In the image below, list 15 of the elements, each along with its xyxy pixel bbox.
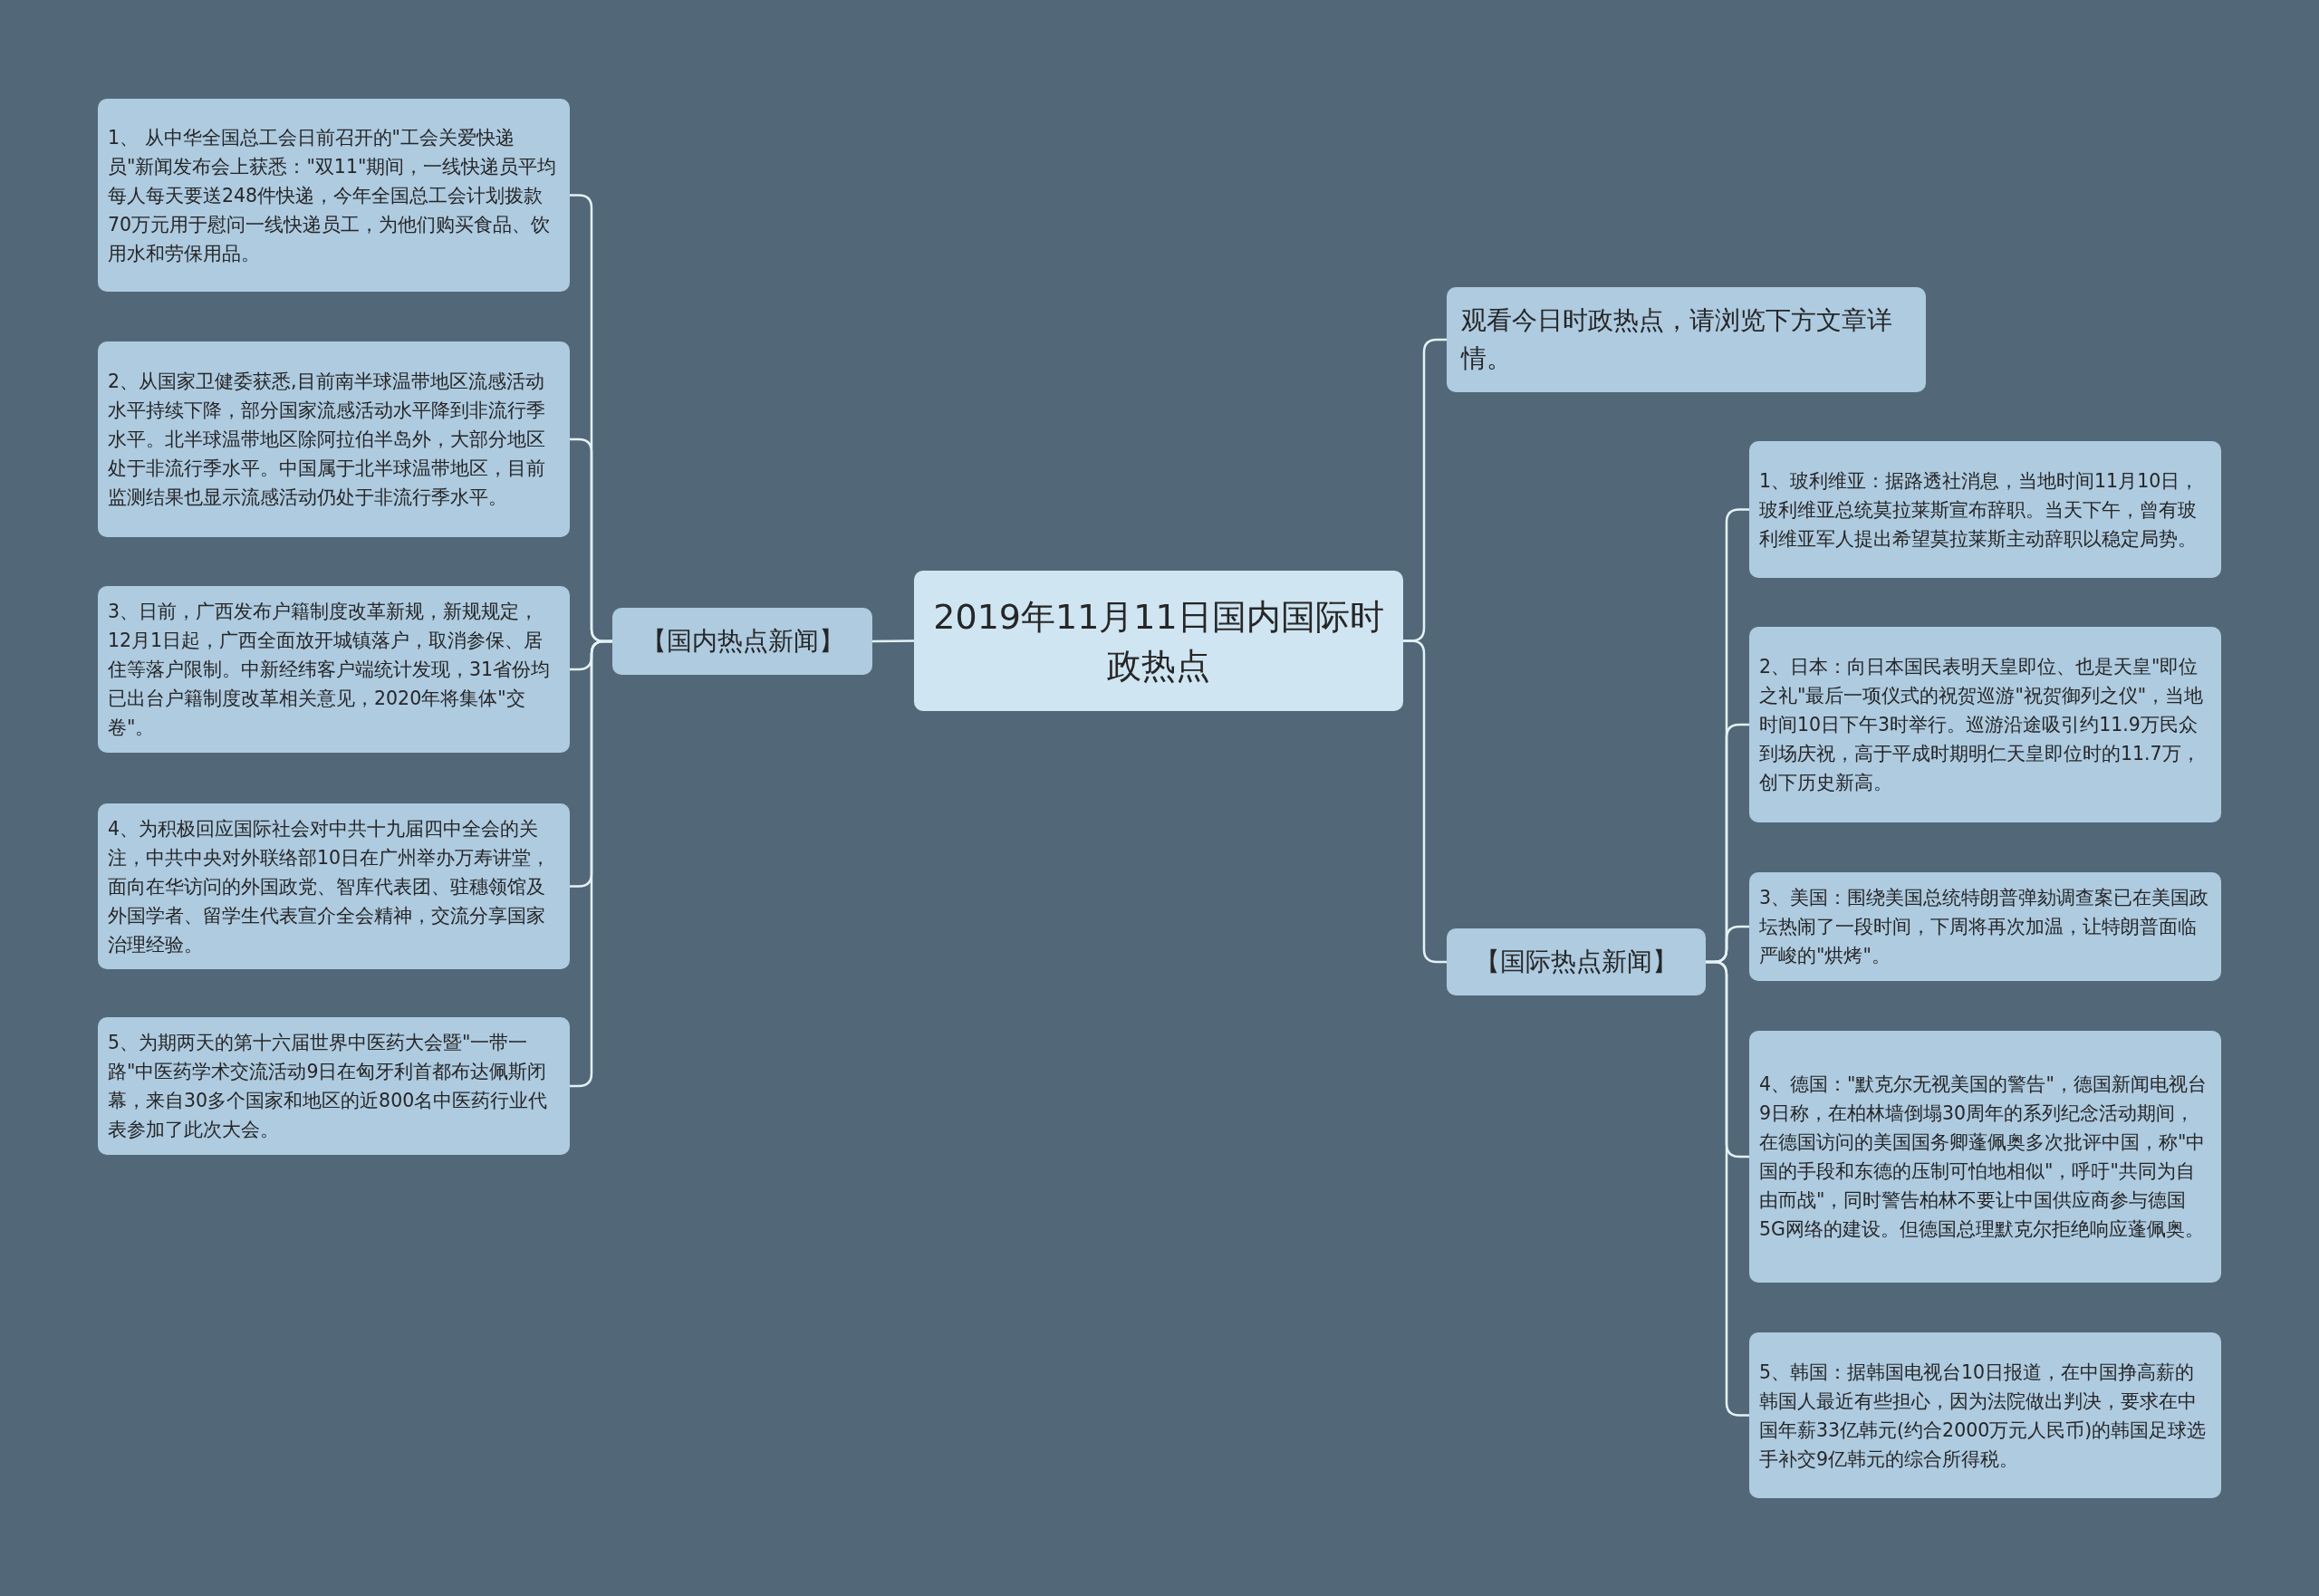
note-box: 4、德国："默克尔无视美国的警告"，德国新闻电视台9日称，在柏林墙倒塌30周年的系列纪念活动期间，在德国访问的美国国务卿蓬佩奥多次批评中国，称"中国的手段和东德的压制可怕地相似"，呼吁"共同为自由而战"，同时警告柏林不要让中国供应商参与德国5G网络的建设。但德国总理默克尔拒绝响应蓬佩奥。 — [1749, 1031, 2221, 1283]
note-box: 5、韩国：据韩国电视台10日报道，在中国挣高薪的韩国人最近有些担心，因为法院做出判决，要求在中国年薪33亿韩元(约合2000万元人民币)的韩国足球选手补交9亿韩元的综合所得税。 — [1749, 1332, 2221, 1498]
note-box: 3、日前，广西发布户籍制度改革新规，新规规定，12月1日起，广西全面放开城镇落户，取消参保、居住等落户限制。中新经纬客户端统计发现，31省份均已出台户籍制度改革相关意见，2020年将集体"交卷"。 — [98, 586, 570, 753]
note-box: 5、为期两天的第十六届世界中医药大会暨"一带一路"中医药学术交流活动9日在匈牙利首都布达佩斯闭幕，来自30多个国家和地区的近800名中医药行业代表参加了此次大会。 — [98, 1017, 570, 1155]
connector-line — [872, 639, 914, 643]
note-box: 2、从国家卫健委获悉,目前南半球温带地区流感活动水平持续下降，部分国家流感活动水平降到非流行季水平。北半球温带地区除阿拉伯半岛外，大部分地区处于非流行季水平。中国属于北半球温带地区，目前监测结果也显示流感活动仍处于非流行季水平。 — [98, 341, 570, 537]
branch-box: 【国内热点新闻】 — [612, 608, 872, 675]
note-box: 2、日本：向日本国民表明天皇即位、也是天皇"即位之礼"最后一项仪式的祝贺巡游"祝贺御列之仪"，当地时间10日下午3时举行。巡游沿途吸引约11.9万民众到场庆祝，高于平成时期明仁天皇即位时的11.7万，创下历史新高。 — [1749, 627, 2221, 822]
note-box: 观看今日时政热点，请浏览下方文章详情。 — [1447, 287, 1926, 392]
branch-box: 【国际热点新闻】 — [1447, 928, 1706, 995]
note-box: 1、 从中华全国总工会日前召开的"工会关爱快递员"新闻发布会上获悉："双11"期间，一线快递员平均每人每天要送248件快递，今年全国总工会计划拨款70万元用于慰问一线快递员工，为他们购买食品、饮用水和劳保用品。 — [98, 99, 570, 292]
topic-box: 2019年11月11日国内国际时政热点 — [914, 571, 1403, 711]
note-box: 3、美国：围绕美国总统特朗普弹劾调查案已在美国政坛热闹了一段时间，下周将再次加温，让特朗普面临严峻的"烘烤"。 — [1749, 872, 2221, 981]
note-box: 4、为积极回应国际社会对中共十九届四中全会的关注，中共中央对外联络部10日在广州举办万寿讲堂，面向在华访问的外国政党、智库代表团、驻穗领馆及外国学者、留学生代表宣介全会精神，交流分享国家治理经验。 — [98, 803, 570, 969]
note-box: 1、玻利维亚：据路透社消息，当地时间11月10日，玻利维亚总统莫拉莱斯宣布辞职。当天下午，曾有玻利维亚军人提出希望莫拉莱斯主动辞职以稳定局势。 — [1749, 441, 2221, 578]
